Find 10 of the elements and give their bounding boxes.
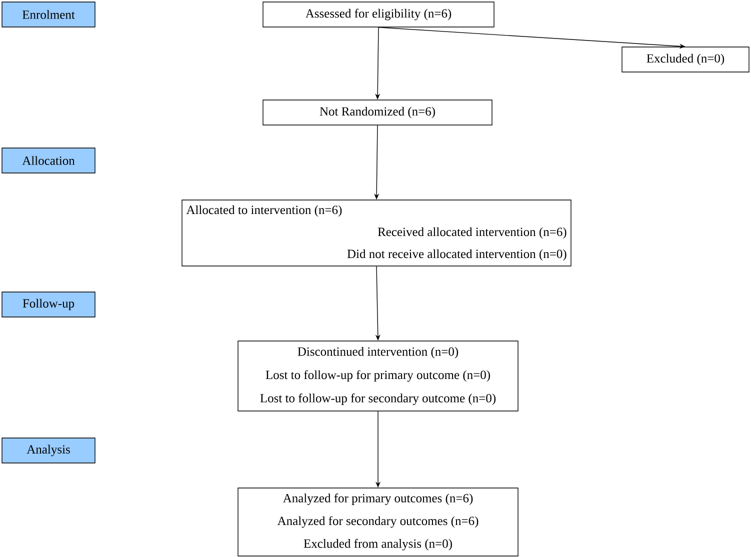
process-box: Analyzed for primary outcomes (n=6) Analyzed for secondary outcomes (n=6) Excluded from analysis (n=0) [238, 488, 518, 556]
process-box: Not Randomized (n=6) [262, 100, 492, 126]
process-box: Allocated to intervention (n=6) Received allocated intervention (n=6) Did not receive allocated intervention (n=0) [182, 200, 572, 266]
stage-label: Follow-up [2, 292, 96, 318]
process-box: Excluded (n=0) [622, 46, 750, 72]
stage-label: Allocation [2, 148, 96, 174]
process-box: Discontinued intervention (n=0) Lost to follow-up for primary outcome (n=0) Lost to follow-up for secondary outcome (n=0) [238, 340, 518, 412]
process-box: Assessed for eligibility (n=6) [262, 2, 494, 28]
stage-label: Analysis [2, 438, 96, 464]
stage-label: Enrolment [2, 2, 96, 28]
